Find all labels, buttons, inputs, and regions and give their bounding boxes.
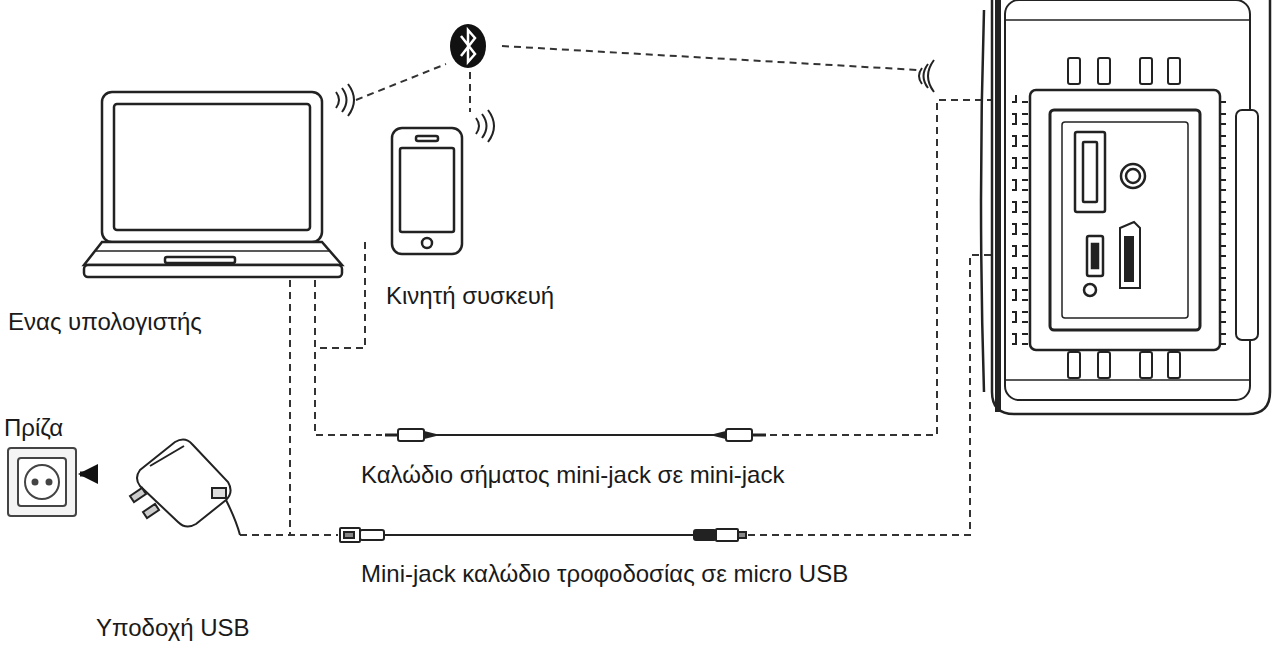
usb-charger-node: Υποδοχή USB bbox=[96, 436, 296, 642]
wall-socket-node: Πρίζα bbox=[4, 414, 80, 520]
speaker bbox=[981, 0, 1276, 414]
cable-label: Καλώδιο σήματος mini-jack σε mini-jack bbox=[358, 461, 787, 489]
computer-node: Ενας υπολογιστής bbox=[8, 84, 353, 336]
node-label: Κινητή συσκευή bbox=[386, 282, 554, 310]
usb-cable bbox=[340, 528, 746, 542]
node-label: Υποδοχή USB bbox=[96, 614, 250, 642]
wall-socket bbox=[8, 448, 76, 516]
plug-in-arrow bbox=[80, 472, 96, 477]
laptop bbox=[84, 92, 342, 277]
audio-cable bbox=[385, 429, 766, 441]
usb-charger bbox=[130, 439, 240, 535]
mobile-device-node: Κινητή συσκευή bbox=[386, 124, 626, 310]
cable-label: Mini-jack καλώδιο τροφοδοσίας σε micro U… bbox=[358, 560, 851, 588]
bluetooth-icon bbox=[450, 24, 486, 68]
node-label: Ενας υπολογιστής bbox=[8, 308, 202, 336]
node-label: Πρίζα bbox=[4, 414, 63, 442]
phone bbox=[392, 128, 462, 254]
